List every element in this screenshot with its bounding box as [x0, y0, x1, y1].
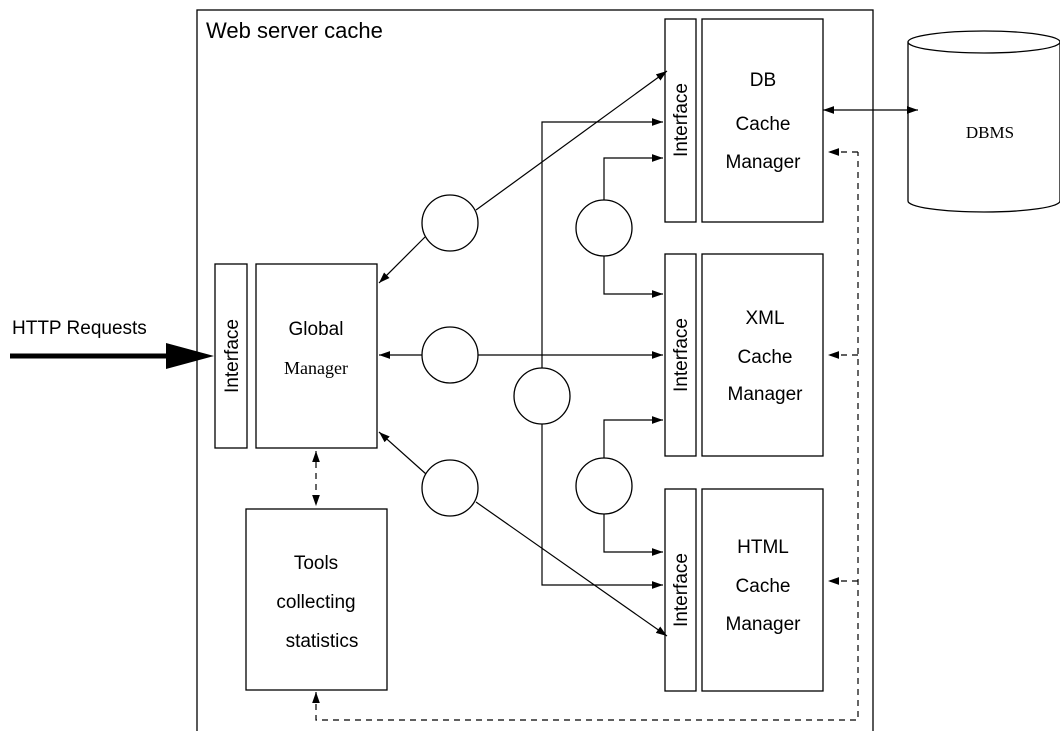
- xml-manager-line1: XML: [745, 308, 784, 329]
- db-xml-link-top: [603, 154, 663, 200]
- xml-interface-box: [664, 253, 697, 457]
- global-manager-box: [255, 263, 378, 449]
- tools-line3: statistics: [286, 631, 359, 652]
- db-html-link-top: [541, 118, 663, 368]
- tools-line1: Tools: [294, 553, 338, 574]
- channel-circle-db-html: [513, 367, 571, 425]
- html-interface-label: Interface: [671, 553, 692, 627]
- channel-circle-db-global: [421, 194, 479, 252]
- global-to-html-arrow-b: [475, 501, 668, 637]
- global-manager-line2: Manager: [284, 358, 348, 378]
- xml-cache-manager-box: [701, 253, 824, 457]
- channel-circle-html-global: [421, 459, 479, 517]
- xml-html-link-top: [603, 416, 663, 458]
- global-interface-label: Interface: [222, 319, 243, 393]
- channel-circle-xml-html: [575, 457, 633, 515]
- http-requests-label: HTTP Requests: [12, 318, 147, 339]
- xml-interface-label: Interface: [671, 318, 692, 392]
- tools-box: [245, 508, 388, 691]
- db-manager-line1: DB: [750, 70, 776, 91]
- global-to-db-arrow-b: [475, 70, 668, 211]
- xml-html-link-bottom: [603, 514, 663, 556]
- html-interface-box: [664, 488, 697, 692]
- channel-circle-xml-global: [421, 326, 479, 384]
- db-interface-label: Interface: [671, 83, 692, 157]
- dbms-cylinder: [907, 30, 1060, 213]
- xml-manager-line2: Cache: [738, 347, 793, 368]
- global-to-db-arrow-a: [378, 236, 426, 284]
- db-manager-line2: Cache: [736, 114, 791, 135]
- xml-manager-line3: Manager: [728, 384, 804, 405]
- global-to-html-arrow-a: [378, 431, 427, 475]
- db-interface-box: [664, 18, 697, 223]
- db-xml-link-bottom: [603, 256, 663, 298]
- db-cache-manager-box: [701, 18, 824, 223]
- db-html-link-bottom: [541, 424, 663, 589]
- db-manager-line3: Manager: [726, 152, 802, 173]
- global-interface-box: [214, 263, 248, 449]
- channel-circle-db-xml: [575, 199, 633, 257]
- dbms-label: DBMS: [966, 123, 1014, 142]
- container-title: Web server cache: [206, 18, 383, 43]
- html-cache-manager-box: [701, 488, 824, 692]
- tools-line2: collecting: [276, 592, 355, 613]
- html-manager-line3: Manager: [726, 614, 802, 635]
- stats-feedback-bus: [315, 152, 859, 721]
- html-manager-line1: HTML: [737, 537, 789, 558]
- http-requests-arrow: [10, 343, 214, 369]
- global-manager-line1: Global: [289, 319, 344, 340]
- html-manager-line2: Cache: [736, 576, 791, 597]
